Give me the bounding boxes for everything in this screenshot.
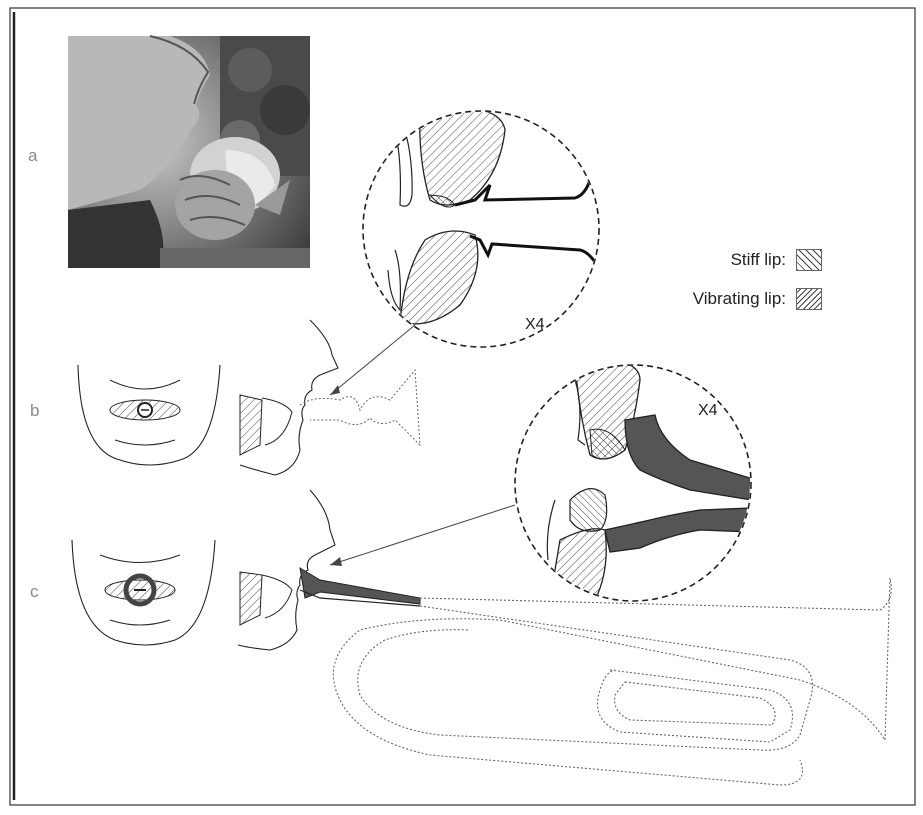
horn-outline xyxy=(333,578,891,785)
legend-vibrating-lip-swatch xyxy=(796,288,822,310)
panel-label-a: a xyxy=(28,146,37,166)
photo-man-blowing-conch xyxy=(68,36,310,268)
legend-stiff-lip-label: Stiff lip: xyxy=(640,250,786,270)
magnified-circle-bottom xyxy=(515,359,752,605)
legend-vibrating-lip-label: Vibrating lip: xyxy=(620,289,786,309)
magnification-label-bottom: X4 xyxy=(698,402,718,420)
face-front-b xyxy=(78,365,220,465)
magnification-label-top: X4 xyxy=(525,316,545,334)
face-front-c xyxy=(72,540,215,645)
panel-label-c: c xyxy=(30,582,39,602)
panel-label-b: b xyxy=(30,401,39,421)
legend-stiff-lip-swatch xyxy=(796,249,822,271)
face-profile-c xyxy=(238,490,335,650)
magnified-circle-top xyxy=(363,108,600,348)
